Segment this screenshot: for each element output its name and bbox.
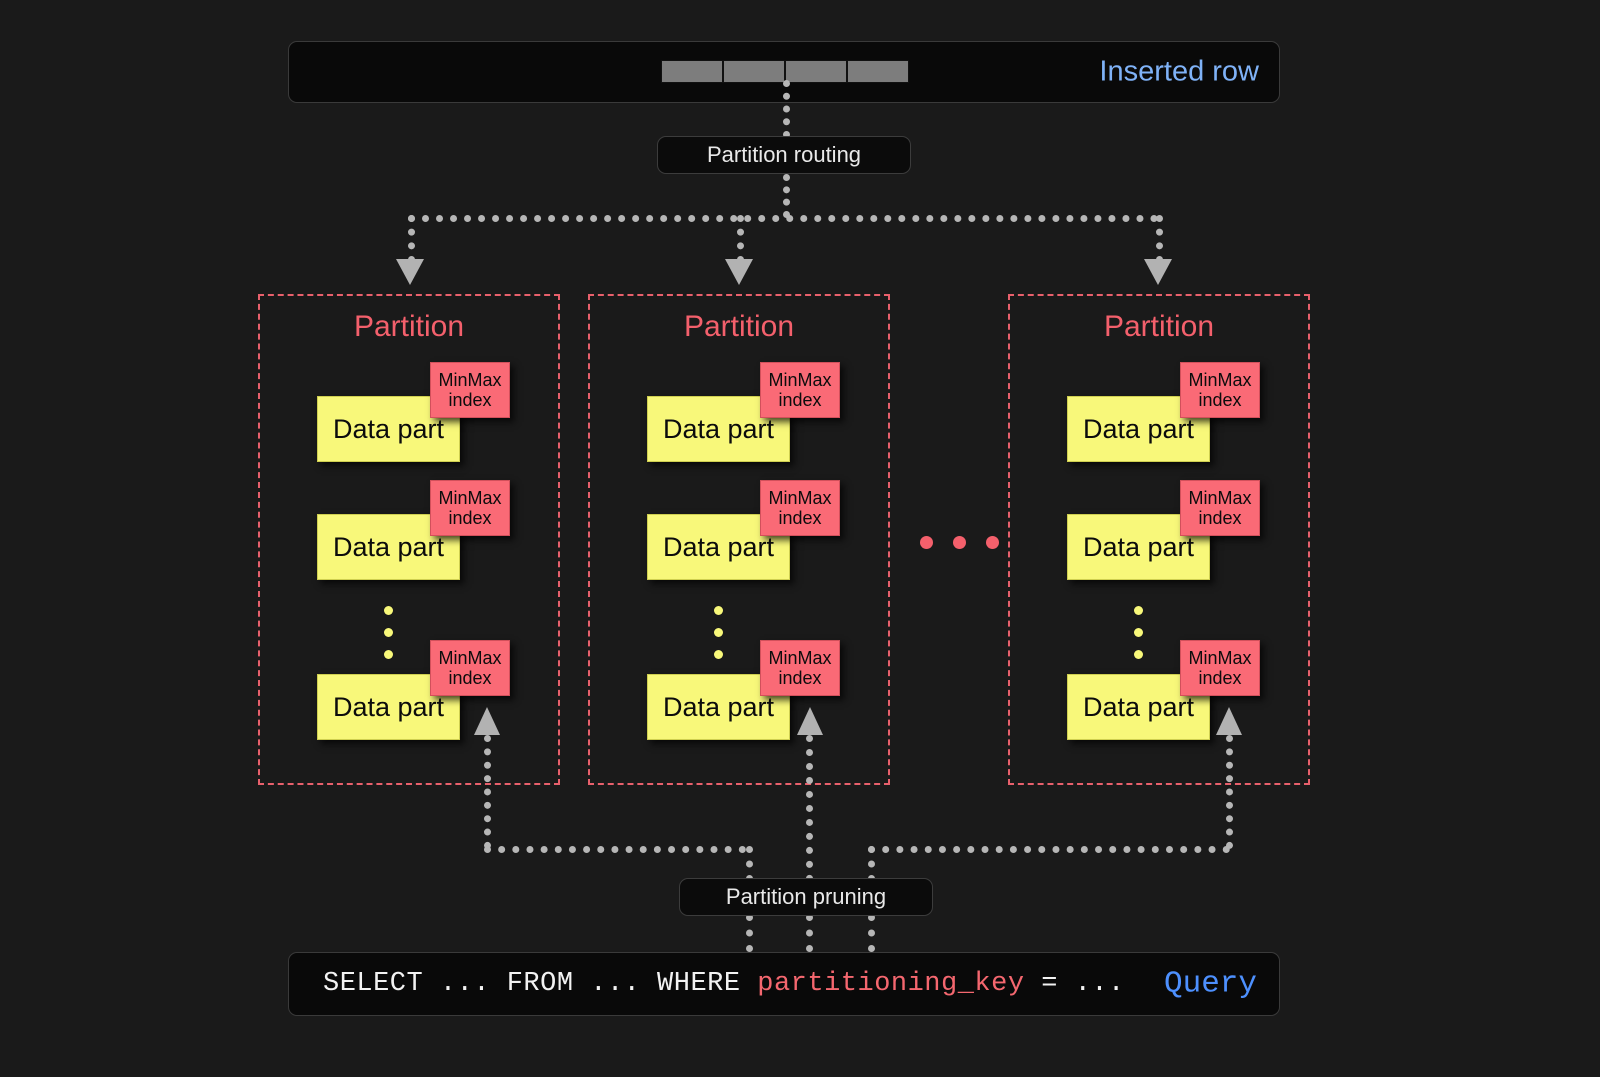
minmax-index-line2: index xyxy=(1198,508,1242,528)
data-part-box: Data part xyxy=(317,514,460,580)
minmax-index-box: MinMax index xyxy=(1180,480,1260,536)
vertical-ellipsis xyxy=(1134,606,1144,672)
minmax-index-line1: MinMax xyxy=(768,369,832,390)
ellipsis-dot xyxy=(384,628,393,637)
minmax-index-line2: index xyxy=(778,668,822,688)
partition-box-2: Partition MinMax index Data part MinMax … xyxy=(1008,294,1310,785)
row-cell xyxy=(661,60,723,83)
inserted-row-label: Inserted row xyxy=(1099,55,1259,88)
partitions-ellipsis xyxy=(920,536,999,549)
partition-pruning-box: Partition pruning xyxy=(679,878,933,916)
partition-routing-box: Partition routing xyxy=(657,136,911,174)
partition-title: Partition xyxy=(683,310,795,343)
minmax-index-box: MinMax index xyxy=(760,362,840,418)
connector-pruning-out-2 xyxy=(868,914,875,952)
query-panel: SELECT ... FROM ... WHERE partitioning_k… xyxy=(288,952,1280,1016)
minmax-index-box: MinMax index xyxy=(1180,640,1260,696)
minmax-index-line1: MinMax xyxy=(438,487,502,508)
partition-title: Partition xyxy=(353,310,465,343)
inserted-row-cells xyxy=(661,60,909,83)
query-prefix: SELECT ... FROM ... WHERE xyxy=(323,969,758,999)
ellipsis-dot xyxy=(1134,650,1143,659)
ellipsis-dot xyxy=(714,650,723,659)
connector-pruning-in-0 xyxy=(746,846,753,882)
minmax-index-line1: MinMax xyxy=(1188,369,1252,390)
connector-partition-2-bus xyxy=(868,846,1230,853)
minmax-index-line1: MinMax xyxy=(438,369,502,390)
arrow-down-partition-1 xyxy=(725,259,753,285)
ellipsis-dot xyxy=(953,536,966,549)
arrow-down-partition-2 xyxy=(1144,259,1172,285)
connector-pruning-out-1 xyxy=(806,914,813,952)
row-cell xyxy=(785,60,847,83)
minmax-index-line2: index xyxy=(448,390,492,410)
minmax-index-box: MinMax index xyxy=(760,640,840,696)
ellipsis-dot xyxy=(384,606,393,615)
minmax-index-line2: index xyxy=(448,668,492,688)
ellipsis-dot xyxy=(986,536,999,549)
connector-partition-2-leg xyxy=(1226,735,1233,849)
arrow-up-partition-1 xyxy=(797,707,823,735)
minmax-index-line1: MinMax xyxy=(1188,647,1252,668)
connector-bus-to-partition-2 xyxy=(1156,215,1163,263)
minmax-index-box: MinMax index xyxy=(1180,362,1260,418)
minmax-index-line2: index xyxy=(1198,390,1242,410)
minmax-index-line2: index xyxy=(448,508,492,528)
ellipsis-dot xyxy=(920,536,933,549)
connector-routing-bus xyxy=(408,215,1158,222)
arrow-up-partition-0 xyxy=(474,707,500,735)
data-part-box: Data part xyxy=(1067,514,1210,580)
row-cell xyxy=(723,60,785,83)
ellipsis-dot xyxy=(714,606,723,615)
minmax-index-line1: MinMax xyxy=(438,647,502,668)
minmax-index-box: MinMax index xyxy=(430,640,510,696)
connector-row-to-routing xyxy=(783,80,790,138)
minmax-index-line2: index xyxy=(1198,668,1242,688)
minmax-index-box: MinMax index xyxy=(760,480,840,536)
minmax-index-line1: MinMax xyxy=(768,647,832,668)
minmax-index-line2: index xyxy=(778,390,822,410)
connector-routing-to-bus xyxy=(783,174,790,218)
partition-box-0: Partition MinMax index Data part MinMax … xyxy=(258,294,560,785)
ellipsis-dot xyxy=(1134,606,1143,615)
connector-partition-0-bus xyxy=(484,846,746,853)
query-key: partitioning_key xyxy=(757,969,1025,999)
connector-partition-1-leg xyxy=(806,735,813,882)
query-label: Query xyxy=(1163,966,1257,1002)
arrow-down-partition-0 xyxy=(396,259,424,285)
minmax-index-line1: MinMax xyxy=(1188,487,1252,508)
connector-partition-0-leg xyxy=(484,735,491,849)
query-suffix: = ... xyxy=(1024,969,1125,999)
data-part-box: Data part xyxy=(647,396,790,462)
vertical-ellipsis xyxy=(384,606,394,672)
connector-bus-to-partition-1 xyxy=(737,215,744,263)
ellipsis-dot xyxy=(714,628,723,637)
partition-box-1: Partition MinMax index Data part MinMax … xyxy=(588,294,890,785)
data-part-box: Data part xyxy=(317,396,460,462)
connector-bus-to-partition-0 xyxy=(408,215,415,263)
row-cell xyxy=(847,60,909,83)
minmax-index-line2: index xyxy=(778,508,822,528)
minmax-index-box: MinMax index xyxy=(430,362,510,418)
minmax-index-line1: MinMax xyxy=(768,487,832,508)
vertical-ellipsis xyxy=(714,606,724,672)
connector-pruning-in-2 xyxy=(868,846,875,882)
minmax-index-box: MinMax index xyxy=(430,480,510,536)
data-part-box: Data part xyxy=(1067,674,1210,740)
connector-pruning-out-0 xyxy=(746,914,753,952)
arrow-up-partition-2 xyxy=(1216,707,1242,735)
ellipsis-dot xyxy=(1134,628,1143,637)
ellipsis-dot xyxy=(384,650,393,659)
query-text: SELECT ... FROM ... WHERE partitioning_k… xyxy=(323,969,1125,999)
partition-title: Partition xyxy=(1103,310,1215,343)
